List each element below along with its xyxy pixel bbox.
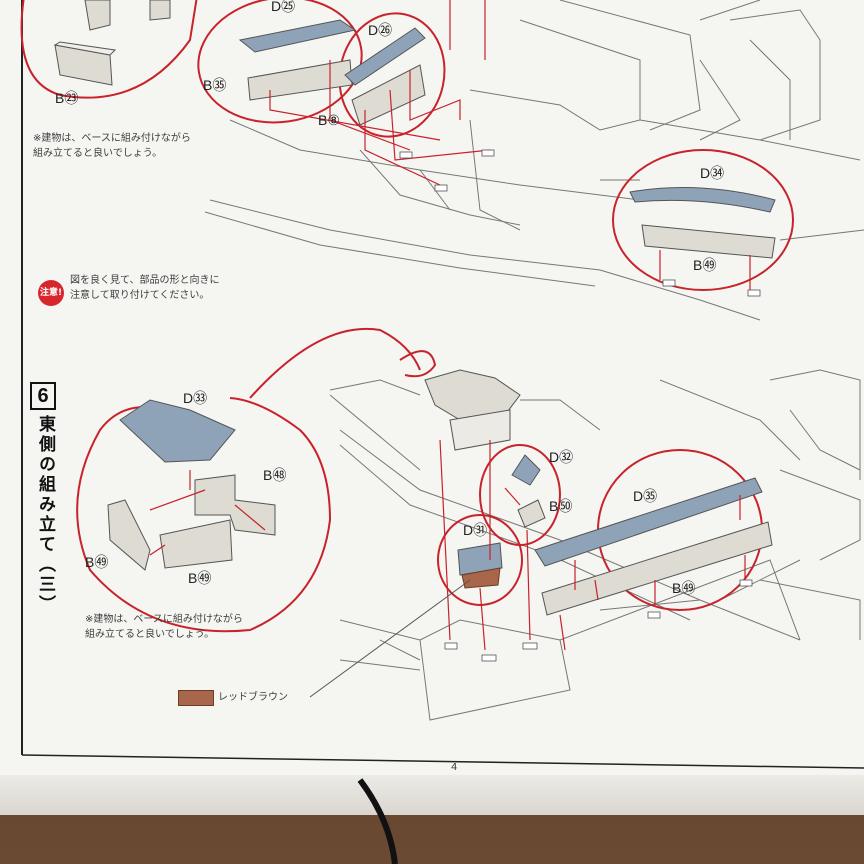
part-b52 <box>107 499 151 571</box>
label-d26: D㉖ <box>368 22 393 38</box>
base-sockets <box>399 149 761 662</box>
label-b35-top: B㉟ <box>203 77 227 93</box>
redbrown-label: レッドブラウン <box>218 692 288 703</box>
cable <box>357 778 398 864</box>
part-d33 <box>119 399 236 463</box>
part-b50 <box>517 499 546 528</box>
part-b53 <box>541 521 773 616</box>
part-b35-top <box>247 59 353 101</box>
step-title: 東側の組み立て（三） <box>35 415 55 615</box>
part-b51 <box>159 519 233 569</box>
assembly-tip-top: ※建物は、ベースに組み付けながら 組み立てると良いでしょう。 <box>33 133 191 159</box>
label-d25: D㉕ <box>271 0 296 14</box>
label-b23: B㉓ <box>55 90 79 106</box>
caution-text: 図を良く見て、部品の形と向きに 注意して取り付けてください。 <box>70 275 220 301</box>
base-lineart-top <box>204 0 864 321</box>
legend-pointer <box>309 579 471 698</box>
circle-d31 <box>437 514 523 606</box>
circle-d34 <box>612 149 794 291</box>
top-arrows <box>269 0 751 290</box>
part-d25 <box>238 19 357 53</box>
label-d32: D㉜ <box>549 449 574 465</box>
bottom-arrows <box>149 439 746 651</box>
page-bottom-rule <box>21 754 864 769</box>
part-d31-redbrown <box>461 567 501 589</box>
label-b51: B㊾ <box>188 570 212 586</box>
label-b49: B㊾ <box>693 257 717 273</box>
scribble <box>399 350 437 378</box>
caution-badge: 注意! <box>38 280 64 306</box>
label-d31: D㉛ <box>463 522 488 538</box>
step-number: 6 <box>30 382 56 410</box>
top-parts <box>53 0 776 259</box>
page-number: 4 <box>451 762 458 773</box>
circle-d25 <box>197 0 363 124</box>
assembly-tip-bottom: ※建物は、ベースに組み付けながら 組み立てると良いでしょう。 <box>85 614 243 640</box>
label-d35: D㉟ <box>633 488 658 504</box>
part-d32 <box>511 454 541 486</box>
label-b52: B㊾ <box>85 554 109 570</box>
label-d33: D㉝ <box>183 390 208 406</box>
circle-d32 <box>479 444 561 546</box>
redbrown-swatch <box>178 690 214 706</box>
bottom-parts <box>107 369 773 616</box>
part-d26 <box>344 27 426 86</box>
sheet-curl <box>0 775 864 815</box>
circle-b23 <box>20 0 198 99</box>
lead-line <box>249 327 421 399</box>
part-b8 <box>351 64 426 126</box>
part-d35 <box>534 477 763 567</box>
label-d34: D㉞ <box>700 165 725 181</box>
part-d34 <box>629 187 776 213</box>
label-b53: B㊾ <box>672 580 696 596</box>
label-b8: B⑧ <box>318 112 340 128</box>
part-b49 <box>641 224 776 259</box>
label-b48: B㊽ <box>263 467 287 483</box>
part-d31 <box>457 542 503 576</box>
building-top-body <box>449 409 511 451</box>
circle-d33 <box>76 397 332 633</box>
building-top-roof <box>424 369 521 421</box>
label-b50: B㊿ <box>549 498 573 514</box>
